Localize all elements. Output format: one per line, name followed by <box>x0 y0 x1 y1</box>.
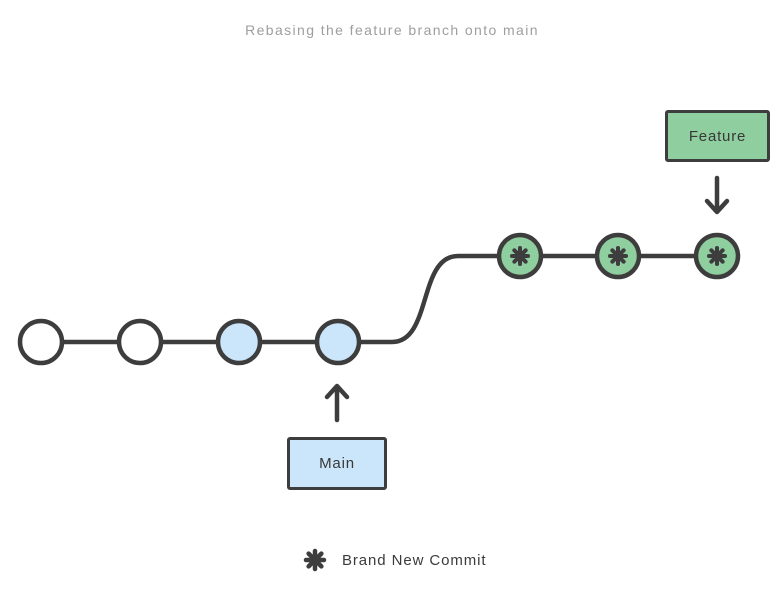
feature-pointer-arrow <box>704 175 730 215</box>
main-pointer-arrow <box>324 383 350 423</box>
new-commit-asterisk-icon <box>707 246 727 266</box>
main-branch-label-box: Main <box>287 437 387 490</box>
commit-node <box>215 318 263 366</box>
new-commit-asterisk-icon <box>608 246 628 266</box>
rebase-curve-line <box>338 253 520 345</box>
commit-node <box>116 318 164 366</box>
new-commit-asterisk-icon <box>303 548 327 572</box>
commit-node <box>17 318 65 366</box>
brand-new-commit-icon <box>303 548 327 572</box>
feature-branch-label-box: Feature <box>665 110 770 162</box>
new-commit-asterisk-icon <box>510 246 530 266</box>
main-branch-label: Main <box>319 455 355 472</box>
legend: Brand New Commit <box>303 548 486 572</box>
commit-node <box>314 318 362 366</box>
diagram-title: Rebasing the feature branch onto main <box>245 22 539 38</box>
legend-label: Brand New Commit <box>342 551 487 569</box>
feature-branch-label: Feature <box>688 127 747 145</box>
